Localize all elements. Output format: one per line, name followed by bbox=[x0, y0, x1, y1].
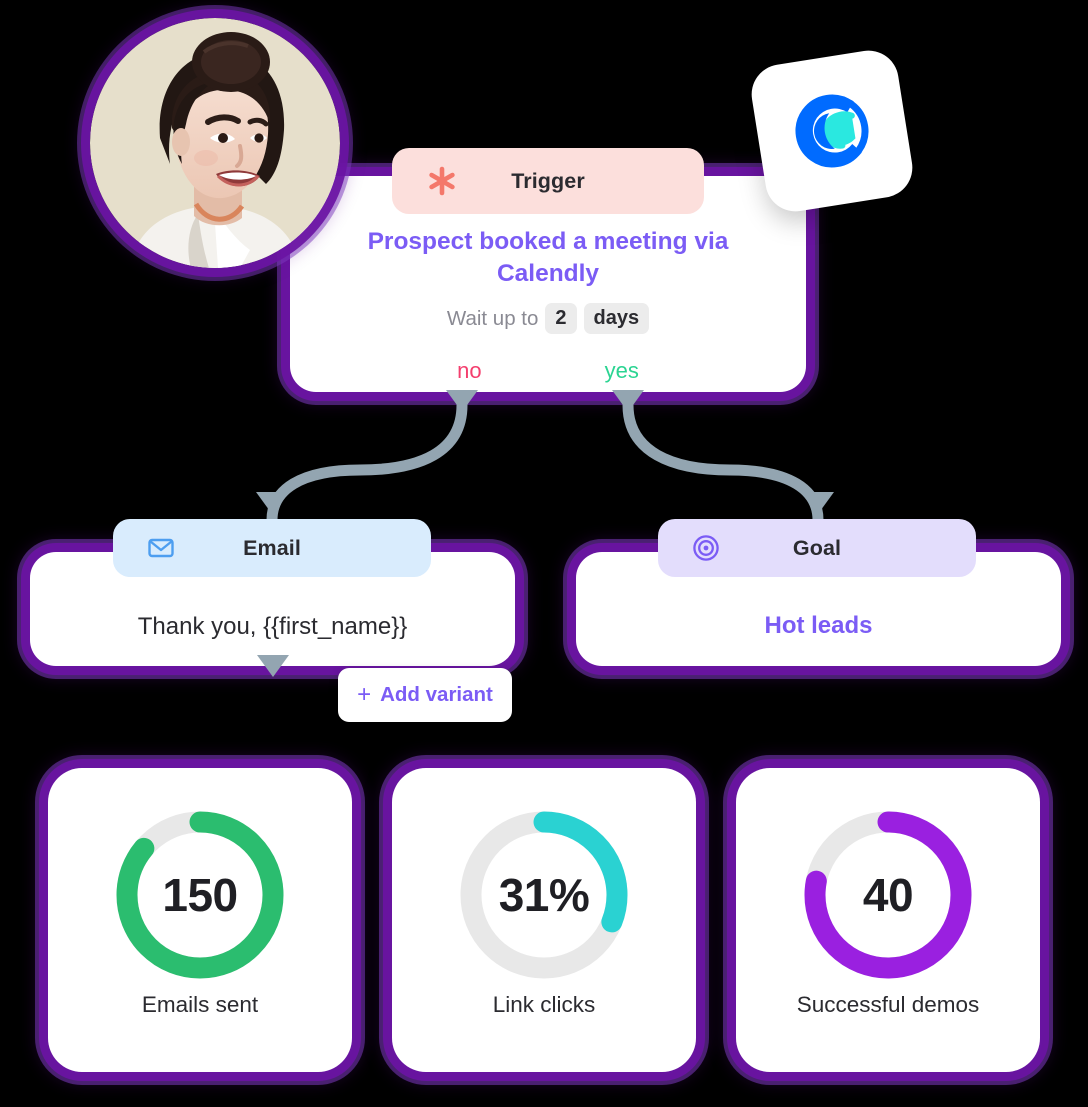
wait-label: Wait up to bbox=[446, 306, 539, 330]
envelope-icon bbox=[147, 534, 175, 562]
trigger-node-card[interactable]: Prospect booked a meeting via Calendly W… bbox=[290, 176, 806, 392]
email-header-label: Email bbox=[243, 535, 301, 560]
target-icon bbox=[692, 534, 720, 562]
connector-no-path bbox=[266, 399, 468, 526]
calendly-logo-icon bbox=[795, 94, 869, 168]
metric-card-emails-sent[interactable]: 150 Emails sent bbox=[48, 768, 352, 1072]
trigger-header-label: Trigger bbox=[511, 168, 585, 193]
metric-value-successful-demos: 40 bbox=[862, 869, 914, 921]
avatar-photo bbox=[90, 18, 340, 268]
goal-header-label: Goal bbox=[792, 535, 842, 560]
wait-amount-chip[interactable]: 2 bbox=[545, 303, 577, 334]
calendly-logo-tile bbox=[747, 46, 917, 216]
metric-label-emails-sent: Emails sent bbox=[141, 992, 259, 1017]
connector-yes-path bbox=[622, 399, 824, 526]
arrowhead-trigger-yes bbox=[612, 390, 644, 412]
wait-row: Wait up to 2 days bbox=[290, 303, 806, 334]
goal-body-text: Hot leads bbox=[764, 612, 873, 639]
trigger-title: Prospect booked a meeting via Calendly bbox=[367, 228, 729, 287]
wait-unit-chip[interactable]: days bbox=[583, 303, 650, 334]
branch-label-yes[interactable]: yes bbox=[604, 358, 639, 383]
branch-row: no yes bbox=[290, 358, 806, 384]
donut-chart-successful-demos: 40 bbox=[795, 802, 981, 988]
donut-chart-link-clicks: 31% bbox=[451, 802, 637, 988]
email-body-text: Thank you, {{first_name}} bbox=[137, 613, 408, 640]
add-variant-label: Add variant bbox=[380, 683, 493, 706]
email-node-header[interactable]: Email bbox=[113, 519, 431, 577]
branch-label-no[interactable]: no bbox=[457, 358, 482, 383]
plus-icon: + bbox=[357, 681, 372, 708]
goal-node-header[interactable]: Goal bbox=[658, 519, 976, 577]
metric-label-successful-demos: Successful demos bbox=[796, 992, 980, 1017]
avatar bbox=[90, 18, 340, 268]
metric-value-link-clicks: 31% bbox=[498, 869, 590, 921]
arrowhead-trigger-no bbox=[446, 390, 478, 412]
metric-value-emails-sent: 150 bbox=[162, 869, 238, 921]
arrowhead-goal-in bbox=[802, 492, 834, 514]
metric-card-successful-demos[interactable]: 40 Successful demos bbox=[736, 768, 1040, 1072]
donut-chart-emails-sent: 150 bbox=[107, 802, 293, 988]
asterisk-icon bbox=[426, 165, 458, 197]
metric-card-link-clicks[interactable]: 31% Link clicks bbox=[392, 768, 696, 1072]
trigger-node-header[interactable]: Trigger bbox=[392, 148, 704, 214]
metric-label-link-clicks: Link clicks bbox=[492, 992, 596, 1017]
add-variant-button[interactable]: + Add variant bbox=[338, 668, 512, 722]
arrowhead-email-in bbox=[256, 492, 288, 514]
